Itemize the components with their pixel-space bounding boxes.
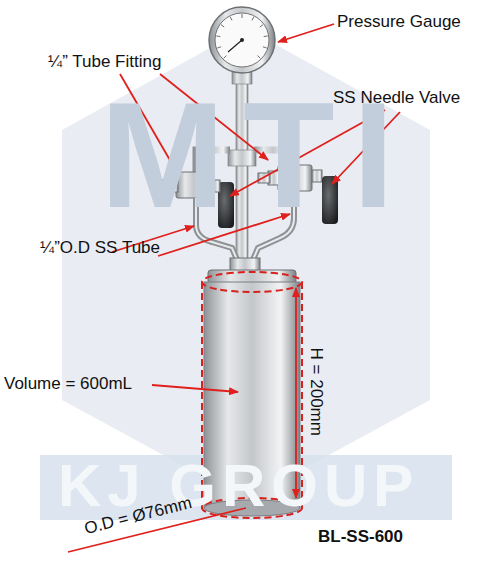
gauge-tick	[221, 25, 224, 27]
part-label: ¼” Tube Fitting	[48, 52, 161, 72]
gauge-tick	[224, 56, 227, 59]
gauge-tick	[217, 47, 221, 48]
gauge-tick	[264, 35, 268, 37]
gauge-tick	[230, 17, 232, 21]
part-label: ¼”O.D SS Tube	[40, 238, 160, 258]
gauge-tick	[263, 47, 267, 48]
part-label: Pressure Gauge	[337, 12, 461, 32]
gauge-tick	[260, 25, 263, 27]
watermark-band	[40, 455, 452, 520]
gauge-tick	[216, 35, 220, 37]
part-label: SS Needle Valve	[333, 88, 460, 108]
dimension-label: Volume = 600mL	[4, 374, 132, 394]
gauge-tick	[258, 56, 261, 59]
gauge-tick	[242, 14, 243, 18]
dimension-label: H = 200mm	[306, 348, 326, 436]
model-number: BL-SS-600	[318, 527, 403, 547]
pressure-gauge	[209, 7, 275, 73]
gauge-tick	[252, 17, 254, 21]
watermark: KJ GROUP	[58, 456, 419, 516]
